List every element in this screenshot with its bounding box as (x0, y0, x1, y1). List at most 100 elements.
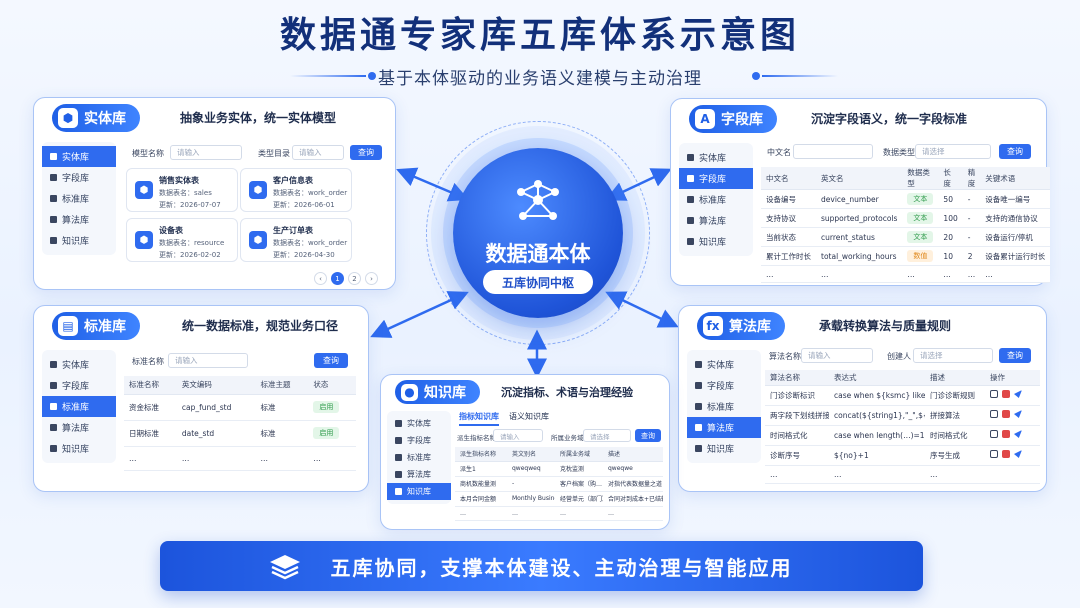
entity-desc: 抽象业务实体，统一实体模型 (180, 111, 337, 125)
cell: … (255, 446, 309, 471)
sidebar-item-standard[interactable]: 标准库 (679, 189, 753, 210)
sidebar-item-field[interactable]: 字段库 (687, 375, 761, 396)
entity-name-input[interactable]: 请输入 (170, 145, 242, 160)
sidebar-item-field[interactable]: 字段库 (387, 432, 451, 449)
cell: … (603, 506, 663, 521)
sidebar-item-knowledge[interactable]: 知识库 (679, 231, 753, 252)
entity-item-updated: 更新：2026-06-01 (273, 201, 335, 209)
standard-name-input[interactable]: 请输入 (168, 353, 248, 368)
sidebar-item-entity[interactable]: 实体库 (687, 354, 761, 375)
sidebar-item-label: 字段库 (62, 382, 90, 392)
algorithm-creator-select[interactable]: 请选择 (913, 348, 993, 363)
field-query-button[interactable]: 查询 (999, 144, 1031, 159)
cell: - (962, 227, 981, 247)
sidebar-item-knowledge[interactable]: 知识库 (387, 483, 451, 500)
edit-icon[interactable] (990, 450, 998, 458)
hub-pill: 五库协同中枢 (483, 270, 593, 294)
book-icon: ▤ (58, 316, 78, 336)
send-icon[interactable] (1014, 410, 1022, 418)
folder-icon (695, 445, 702, 452)
knowledge-tag: ●知识库 (395, 380, 480, 404)
cell: 文本 (902, 208, 939, 228)
tab-metric-knowledge[interactable]: 指标知识库 (459, 411, 499, 426)
sidebar-item-standard[interactable]: 标准库 (42, 396, 116, 417)
sidebar-item-algorithm[interactable]: 算法库 (42, 417, 116, 438)
cell: … (816, 265, 903, 283)
sidebar-item-entity[interactable]: 实体库 (42, 354, 116, 375)
table-row[interactable]: 商机数能量测-客户档案（购…对指代表数据量之道 (455, 476, 663, 492)
algorithm-sidebar: 实体库 字段库 标准库 算法库 知识库 (687, 350, 761, 463)
sidebar-item-algorithm[interactable]: 算法库 (687, 417, 761, 438)
sidebar-item-label: 知识库 (707, 445, 735, 455)
delete-icon[interactable] (1002, 410, 1010, 418)
cell: 数值 (902, 246, 939, 266)
sidebar-item-knowledge[interactable]: 知识库 (42, 438, 116, 459)
edit-icon[interactable] (990, 430, 998, 438)
page-number-button[interactable]: 1 (331, 272, 344, 285)
field-cn-input[interactable] (793, 144, 873, 159)
entity-query-button[interactable]: 查询 (350, 145, 382, 160)
sidebar-item-field[interactable]: 字段库 (42, 375, 116, 396)
sidebar-item-entity[interactable]: 实体库 (42, 146, 116, 167)
algorithm-name-input[interactable]: 请输入 (801, 348, 873, 363)
sidebar-item-standard[interactable]: 标准库 (42, 188, 116, 209)
table-row[interactable]: 两字段下划线拼接concat(${string1},"_",${stri…拼接算… (765, 405, 1040, 426)
sidebar-item-field[interactable]: 字段库 (42, 167, 116, 188)
knowledge-metric-input[interactable]: 请输入 (493, 429, 543, 442)
send-icon[interactable] (1014, 450, 1022, 458)
sidebar-item-entity[interactable]: 实体库 (679, 147, 753, 168)
entity-card: ⬢实体库 抽象业务实体，统一实体模型 实体库 字段库 标准库 算法库 知识库 模… (33, 97, 396, 290)
send-icon[interactable] (1014, 390, 1022, 398)
standard-query-button[interactable]: 查询 (314, 353, 348, 368)
cell: - (507, 476, 555, 492)
cube-icon: ⬢ (249, 231, 267, 249)
knowledge-query-button[interactable]: 查询 (635, 429, 661, 442)
sidebar-item-algorithm[interactable]: 算法库 (387, 466, 451, 483)
algorithm-creator-label: 创建人 (887, 352, 911, 361)
sidebar-item-field[interactable]: 字段库 (679, 168, 753, 189)
page-number-button[interactable]: 2 (348, 272, 361, 285)
column-header: 状态 (308, 376, 356, 395)
page-next-button[interactable]: › (365, 272, 378, 285)
page-prev-button[interactable]: ‹ (314, 272, 327, 285)
sidebar-item-knowledge[interactable]: 知识库 (687, 438, 761, 459)
sidebar-item-standard[interactable]: 标准库 (687, 396, 761, 417)
edit-icon[interactable] (990, 410, 998, 418)
sidebar-item-entity[interactable]: 实体库 (387, 415, 451, 432)
sidebar-item-standard[interactable]: 标准库 (387, 449, 451, 466)
delete-icon[interactable] (1002, 430, 1010, 438)
tab-semantic-knowledge[interactable]: 语义知识库 (509, 412, 549, 421)
sidebar-item-algorithm[interactable]: 算法库 (42, 209, 116, 230)
sidebar-item-algorithm[interactable]: 算法库 (679, 210, 753, 231)
knowledge-domain-select[interactable]: 请选择 (583, 429, 631, 442)
edit-icon[interactable] (990, 390, 998, 398)
folder-icon (687, 238, 694, 245)
sidebar-item-label: 字段库 (699, 175, 727, 185)
field-type-select[interactable]: 请选择 (915, 144, 991, 159)
send-icon[interactable] (1014, 430, 1022, 438)
algorithm-query-button[interactable]: 查询 (999, 348, 1031, 363)
cell: 派生1 (455, 461, 507, 477)
table-row: ……… (765, 465, 1040, 484)
subtitle-line-left (290, 75, 366, 77)
delete-icon[interactable] (1002, 390, 1010, 398)
sidebar-item-knowledge[interactable]: 知识库 (42, 230, 116, 251)
delete-icon[interactable] (1002, 450, 1010, 458)
entity-type-input[interactable]: 请输入 (292, 145, 344, 160)
